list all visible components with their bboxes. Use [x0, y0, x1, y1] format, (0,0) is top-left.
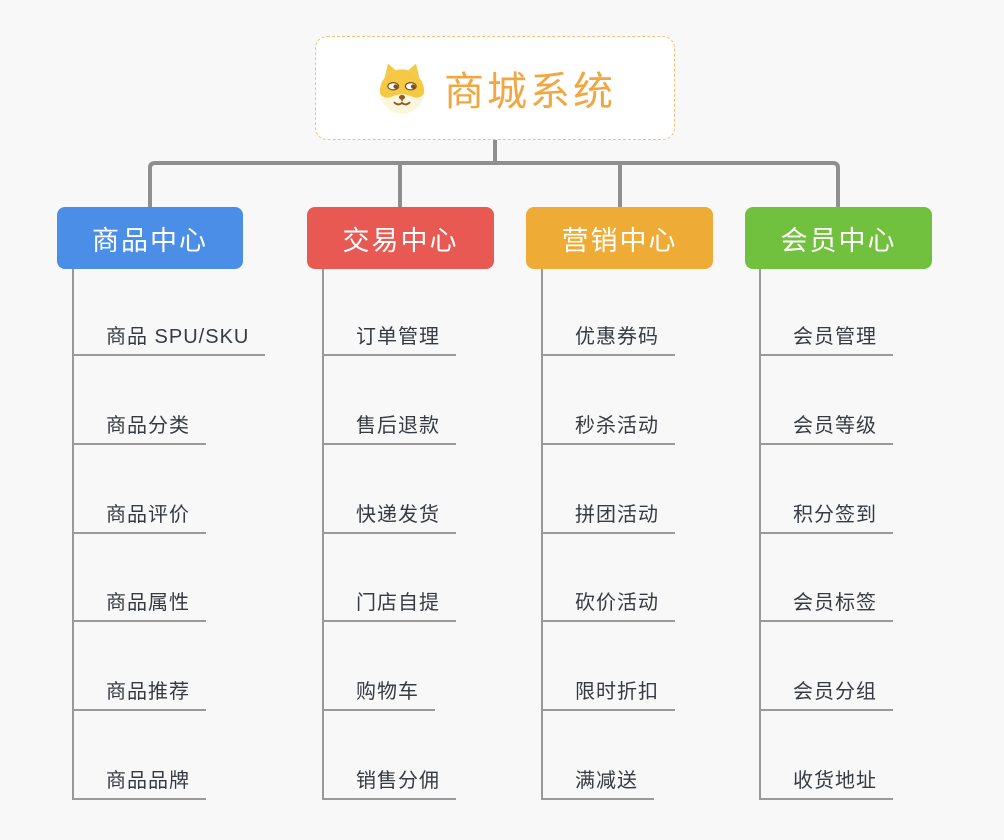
leaf-node-product-brand[interactable]: 商品品牌: [72, 760, 206, 800]
leaf-node-aftersale-refund[interactable]: 售后退款: [322, 405, 456, 445]
leaf-node-product-spu-sku[interactable]: 商品 SPU/SKU: [72, 316, 266, 356]
branch-node-trade[interactable]: 交易中心: [307, 207, 494, 269]
bus-line: [148, 161, 840, 209]
branch-node-marketing[interactable]: 营销中心: [526, 207, 713, 269]
leaf-node-shipping-address[interactable]: 收货地址: [759, 760, 893, 800]
leaf-node-order-management[interactable]: 订单管理: [322, 316, 456, 356]
leaf-node-member-groups[interactable]: 会员分组: [759, 671, 893, 711]
leaf-node-sales-commission[interactable]: 销售分佣: [322, 760, 456, 800]
leaf-node-product-review[interactable]: 商品评价: [72, 494, 206, 534]
branch-node-member[interactable]: 会员中心: [745, 207, 932, 269]
leaf-node-product-category[interactable]: 商品分类: [72, 405, 206, 445]
leaf-node-group-buy[interactable]: 拼团活动: [541, 494, 675, 534]
leaf-node-bargain-activity[interactable]: 砍价活动: [541, 582, 675, 622]
branch-trunk-line-trade: [322, 269, 324, 799]
leaf-node-member-level[interactable]: 会员等级: [759, 405, 893, 445]
dog-face-icon: [379, 63, 425, 114]
leaf-node-product-recommend[interactable]: 商品推荐: [72, 671, 206, 711]
branch-trunk-line-member: [759, 269, 761, 799]
leaf-node-member-management[interactable]: 会员管理: [759, 316, 893, 356]
root-title: 商城系统: [444, 70, 616, 114]
leaf-node-member-tags[interactable]: 会员标签: [759, 582, 893, 622]
branch-node-products[interactable]: 商品中心: [57, 207, 243, 269]
leaf-node-product-attribute[interactable]: 商品属性: [72, 582, 206, 622]
leaf-node-limited-time-discount[interactable]: 限时折扣: [541, 671, 675, 711]
leaf-node-shopping-cart[interactable]: 购物车: [322, 671, 435, 711]
root-node[interactable]: 商城系统: [315, 36, 675, 140]
leaf-node-express-delivery[interactable]: 快递发货: [322, 494, 456, 534]
leaf-node-coupon-code[interactable]: 优惠券码: [541, 316, 675, 356]
branch-trunk-line-products: [72, 269, 74, 799]
leaf-node-spend-save[interactable]: 满减送: [541, 760, 654, 800]
branch-trunk-line-marketing: [541, 269, 543, 799]
leaf-node-store-pickup[interactable]: 门店自提: [322, 582, 456, 622]
leaf-node-flash-sale[interactable]: 秒杀活动: [541, 405, 675, 445]
leaf-node-points-checkin[interactable]: 积分签到: [759, 494, 893, 534]
